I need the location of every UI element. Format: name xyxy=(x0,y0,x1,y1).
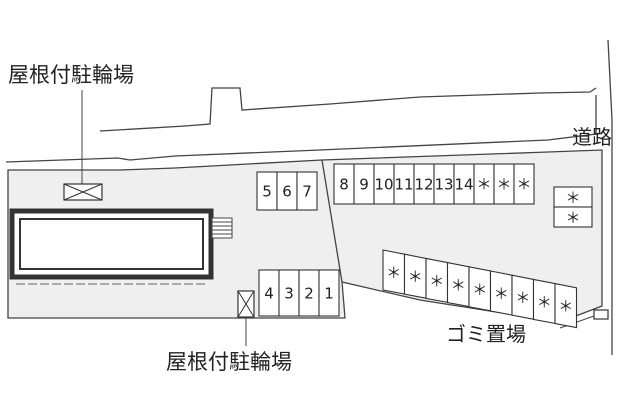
parking-slots-diagonal: ＊ ＊ ＊ ＊ ＊ ＊ ＊ ＊ ＊ xyxy=(382,249,578,329)
parking-slot: ＊ xyxy=(511,274,535,320)
parking-slot: 12 xyxy=(413,163,435,205)
road-boundary-upper xyxy=(5,95,597,163)
parking-slot: ＊ xyxy=(382,249,406,295)
parking-slot-number: 1 xyxy=(324,285,334,303)
parking-slot-number: 4 xyxy=(264,285,274,303)
bicycle-parking-top-icon xyxy=(63,183,103,201)
parking-slot-number: ＊ xyxy=(472,281,487,299)
parking-slot-number: ＊ xyxy=(476,175,491,193)
parking-slot-number: ＊ xyxy=(565,189,580,207)
parking-slot: 2 xyxy=(298,269,320,317)
parking-slot: 5 xyxy=(256,171,278,211)
road-label: 道路 xyxy=(572,125,612,149)
garbage-area-icon xyxy=(593,309,609,320)
parking-slot: ＊ xyxy=(473,163,495,205)
parking-slot: 13 xyxy=(433,163,455,205)
parking-slot: ＊ xyxy=(553,186,593,208)
parking-slot: ＊ xyxy=(513,163,535,205)
parking-slot: ＊ xyxy=(493,163,515,205)
parking-slot: 14 xyxy=(453,163,475,205)
parking-slot-number: ＊ xyxy=(386,264,401,282)
parking-slot-number: 3 xyxy=(284,285,294,303)
stair-icon xyxy=(211,217,233,239)
parking-slot-number: ＊ xyxy=(451,277,466,295)
parking-slot-number: ＊ xyxy=(515,289,530,307)
parking-slot: 1 xyxy=(318,269,340,317)
parking-slot-box xyxy=(318,269,340,317)
parking-slot: 4 xyxy=(258,269,280,317)
parking-slot: ＊ xyxy=(532,278,556,325)
parking-slot-box xyxy=(513,163,535,205)
parking-slot-number: ＊ xyxy=(429,272,444,290)
driveway-divider xyxy=(321,159,343,283)
parking-slot: ＊ xyxy=(425,257,449,304)
parking-slot-number: ＊ xyxy=(558,298,573,316)
parking-slots-side: ＊＊ xyxy=(553,186,593,228)
parking-slot: 11 xyxy=(393,163,415,205)
parking-slot: 3 xyxy=(278,269,300,317)
parking-slot-number: 14 xyxy=(454,175,473,193)
building-inner xyxy=(19,218,204,270)
parking-slot-box xyxy=(553,206,593,228)
bicycle-parking-bottom-icon xyxy=(237,290,255,346)
parking-slot-number: 12 xyxy=(414,175,433,193)
parking-slot-number: 9 xyxy=(359,175,369,193)
parking-slot-number: 8 xyxy=(339,175,349,193)
parking-slot-number: ＊ xyxy=(537,293,552,311)
road-boundary-top xyxy=(99,87,597,132)
parking-slot: 7 xyxy=(296,171,318,211)
parking-slot: 10 xyxy=(373,163,395,205)
parking-slot: 8 xyxy=(333,163,355,205)
parking-slot: ＊ xyxy=(446,261,470,308)
parking-slot-number: 2 xyxy=(304,285,314,303)
parking-slot: ＊ xyxy=(489,270,513,316)
parking-slot-box xyxy=(296,171,318,211)
parking-slot-number: ＊ xyxy=(496,175,511,193)
parking-slot: 6 xyxy=(276,171,298,211)
garbage-label: ゴミ置場 xyxy=(446,322,526,346)
parking-slot-number: 7 xyxy=(302,183,312,201)
parking-slot: 9 xyxy=(353,163,375,205)
parking-slot-number: 11 xyxy=(394,175,413,193)
bicycle-parking-top-label: 屋根付駐輪場 xyxy=(8,63,134,87)
parking-slot-number: ＊ xyxy=(494,285,509,303)
parking-slot-box xyxy=(554,282,578,329)
parking-slot-number: ＊ xyxy=(565,209,580,227)
parking-slot-number: ＊ xyxy=(408,268,423,286)
parking-slot: ＊ xyxy=(554,282,578,329)
parking-slot-number: ＊ xyxy=(516,175,531,193)
road-right-edge xyxy=(607,39,613,355)
parking-slot: ＊ xyxy=(553,206,593,228)
parking-slot: ＊ xyxy=(403,253,427,299)
parking-slot-number: 5 xyxy=(262,183,272,201)
parking-slot-number: 6 xyxy=(282,183,292,201)
bicycle-parking-bottom-label: 屋根付駐輪場 xyxy=(166,350,292,374)
parking-slot-number: 13 xyxy=(434,175,453,193)
parking-slot: ＊ xyxy=(468,266,492,312)
parking-slot-number: 10 xyxy=(374,175,393,193)
